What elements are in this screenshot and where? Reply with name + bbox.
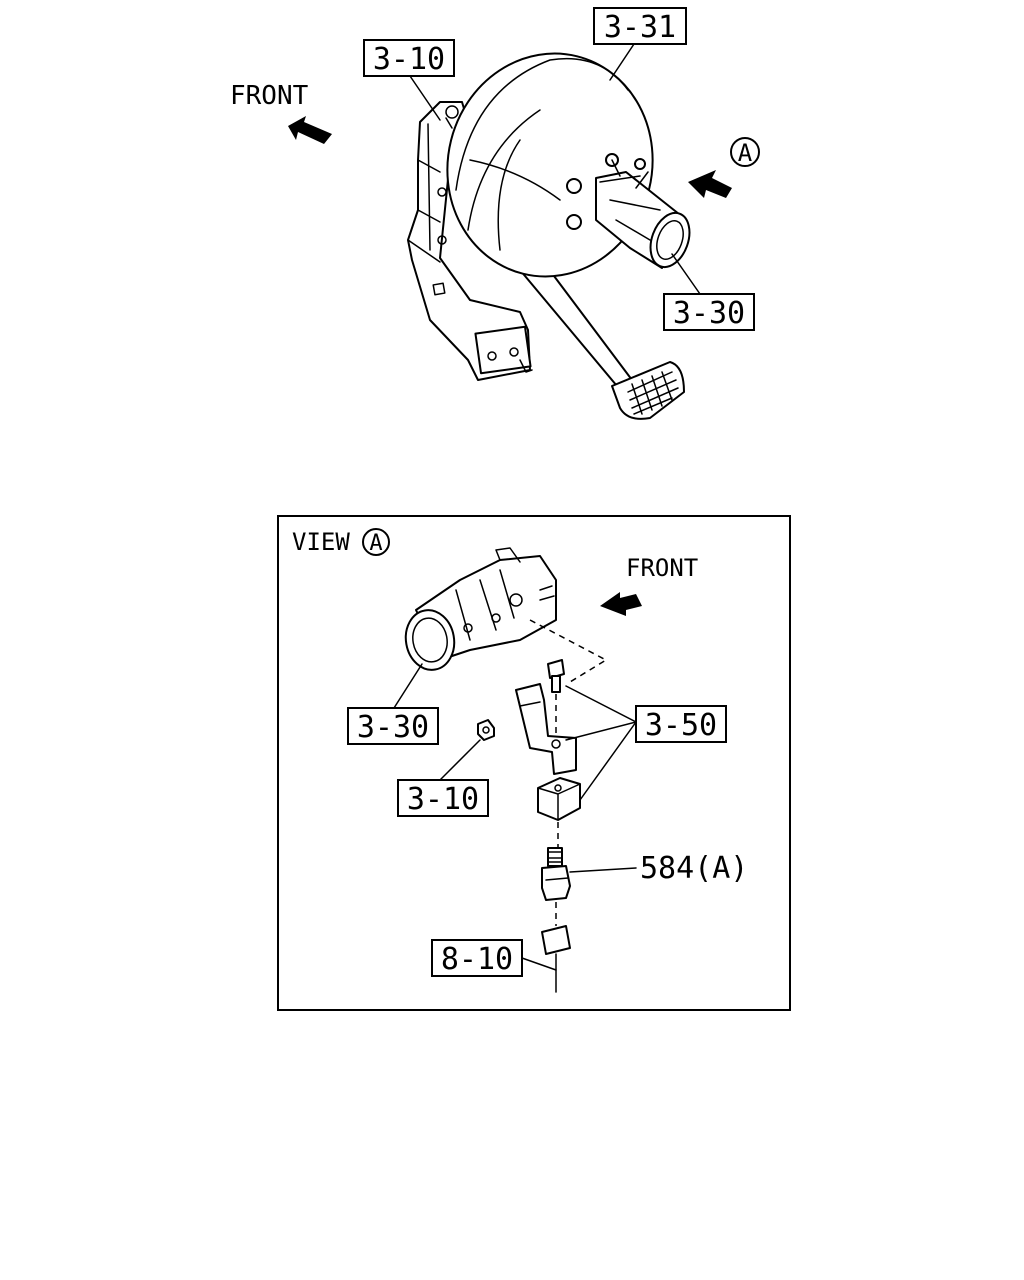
overview-callout-booster[interactable]: 3-31 <box>593 7 687 81</box>
view-a-arrow <box>688 170 732 198</box>
detail-block <box>537 777 581 848</box>
detail-bolt <box>547 659 565 742</box>
overview-callout-master-cylinder[interactable]: 3-30 <box>663 253 755 331</box>
detail-bracket <box>515 683 577 775</box>
detail-view-marker-circle <box>362 528 390 556</box>
detail-callout-master-cylinder-label: 3-30 <box>357 710 429 745</box>
detail-view-frame <box>277 515 791 1011</box>
overview-callout-booster-label: 3-31 <box>604 10 676 45</box>
detail-callout-master-cylinder[interactable]: 3-30 <box>347 663 439 745</box>
detail-front-arrow <box>600 592 642 616</box>
detail-view-panel: VIEW A FRONT <box>277 515 791 1011</box>
master-cylinder <box>595 159 691 269</box>
detail-callout-nut[interactable]: 3-10 <box>397 739 489 817</box>
detail-callout-bracket-set-label: 3-50 <box>645 708 717 743</box>
detail-view-title: VIEW <box>292 528 350 556</box>
detail-connector <box>541 925 571 993</box>
overview-callout-master-cylinder-label: 3-30 <box>673 296 745 331</box>
detail-callout-connector[interactable]: 8-10 <box>431 939 557 977</box>
detail-callout-connector-label: 8-10 <box>441 942 513 977</box>
overview-front-label: FRONT <box>230 81 309 111</box>
detail-switch <box>541 847 571 926</box>
overview-view-marker-circle <box>730 137 760 167</box>
brake-pedal <box>519 267 685 420</box>
pedal-pad-grid <box>627 371 679 415</box>
detail-callout-bracket-set[interactable]: 3-50 <box>565 685 727 801</box>
detail-callout-nut-label: 3-10 <box>407 782 479 817</box>
brake-booster <box>446 52 654 278</box>
overview-front-arrow <box>288 116 332 144</box>
overview-illustration: FRONT <box>230 7 760 420</box>
detail-callout-switch[interactable]: 584(A) <box>569 851 748 886</box>
detail-nut <box>477 719 495 741</box>
detail-master-cylinder <box>404 547 557 671</box>
overview-callout-bracket-label: 3-10 <box>373 42 445 77</box>
detail-front-label: FRONT <box>626 554 698 582</box>
overview-view-marker: A <box>738 139 753 167</box>
overview-callout-bracket[interactable]: 3-10 <box>363 39 455 121</box>
detail-callout-switch-label: 584(A) <box>640 851 748 886</box>
detail-routing-dashed-line <box>529 619 608 683</box>
detail-view-marker: A <box>369 531 382 556</box>
